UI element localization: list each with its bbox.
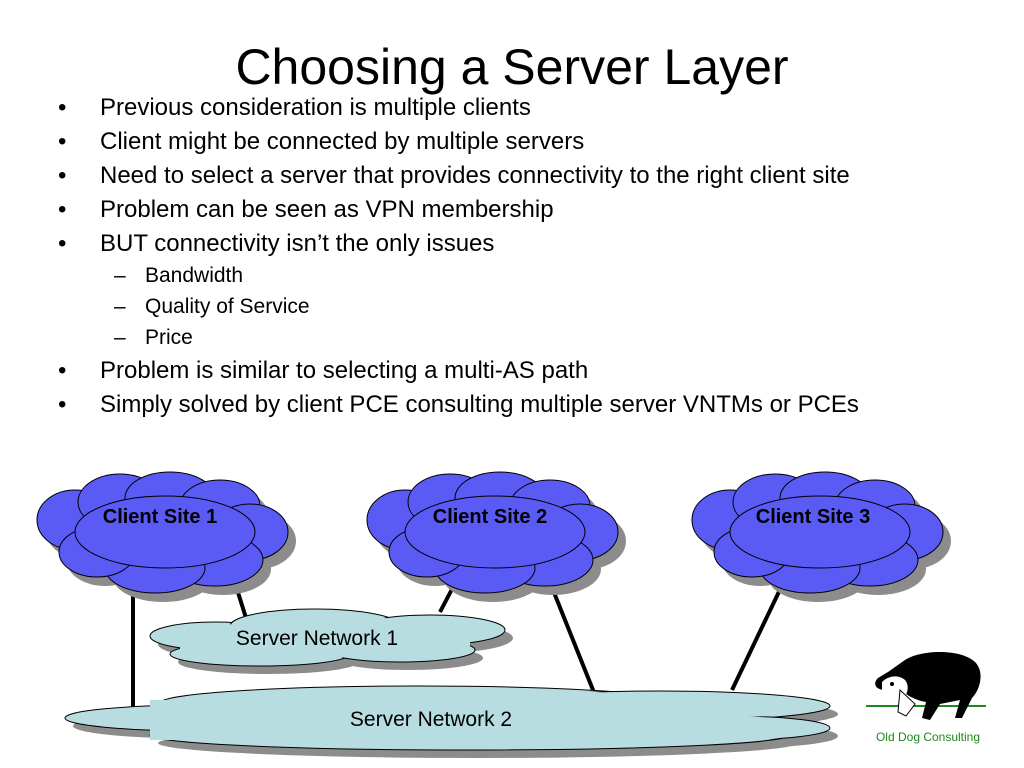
sub-bullet-mark: – bbox=[114, 295, 126, 318]
bullet-list: •Previous consideration is multiple clie… bbox=[58, 94, 958, 425]
bullet-item: •Client might be connected by multiple s… bbox=[58, 128, 585, 155]
sub-bullet-mark: – bbox=[114, 264, 126, 287]
bullet-item: •Problem is similar to selecting a multi… bbox=[58, 357, 589, 384]
sub-bullet-item: –Quality of Service bbox=[114, 295, 310, 318]
dog-icon bbox=[866, 652, 986, 720]
bullet-mark: • bbox=[58, 94, 67, 121]
slide-title: Choosing a Server Layer bbox=[235, 39, 789, 95]
server-network-2-cloud bbox=[64, 685, 838, 758]
sub-bullet-mark: – bbox=[114, 326, 126, 349]
client-site-3-cloud bbox=[691, 471, 951, 602]
client-site-2-cloud bbox=[366, 471, 626, 602]
server-network-2-label: Server Network 2 bbox=[349, 708, 513, 731]
bullet-item: •Simply solved by client PCE consulting … bbox=[58, 391, 859, 418]
client-site-3-label: Client Site 3 bbox=[755, 506, 871, 528]
bullet-item: •Problem can be seen as VPN membership bbox=[58, 196, 554, 223]
bullet-mark: • bbox=[58, 128, 67, 155]
bullet-item: •BUT connectivity isn’t the only issues bbox=[58, 230, 495, 257]
bullet-mark: • bbox=[58, 357, 67, 384]
client-site-1-cloud bbox=[36, 471, 296, 602]
bullet-mark: • bbox=[58, 230, 67, 257]
link-client3-server2 bbox=[730, 574, 789, 691]
sub-bullet-item: –Price bbox=[114, 326, 193, 349]
client-site-1-label: Client Site 1 bbox=[102, 506, 218, 528]
server-network-1-label: Server Network 1 bbox=[235, 627, 399, 650]
client-site-2-label: Client Site 2 bbox=[432, 506, 548, 528]
logo-text: Old Dog Consulting bbox=[875, 730, 981, 744]
server-network-1-cloud bbox=[149, 608, 513, 674]
bullet-mark: • bbox=[58, 162, 67, 189]
bullet-mark: • bbox=[58, 196, 67, 223]
bullet-item: •Previous consideration is multiple clie… bbox=[58, 94, 531, 121]
bullet-mark: • bbox=[58, 391, 67, 418]
bullet-item: •Need to select a server that provides c… bbox=[58, 162, 850, 189]
sub-bullet-item: –Bandwidth bbox=[114, 264, 244, 287]
